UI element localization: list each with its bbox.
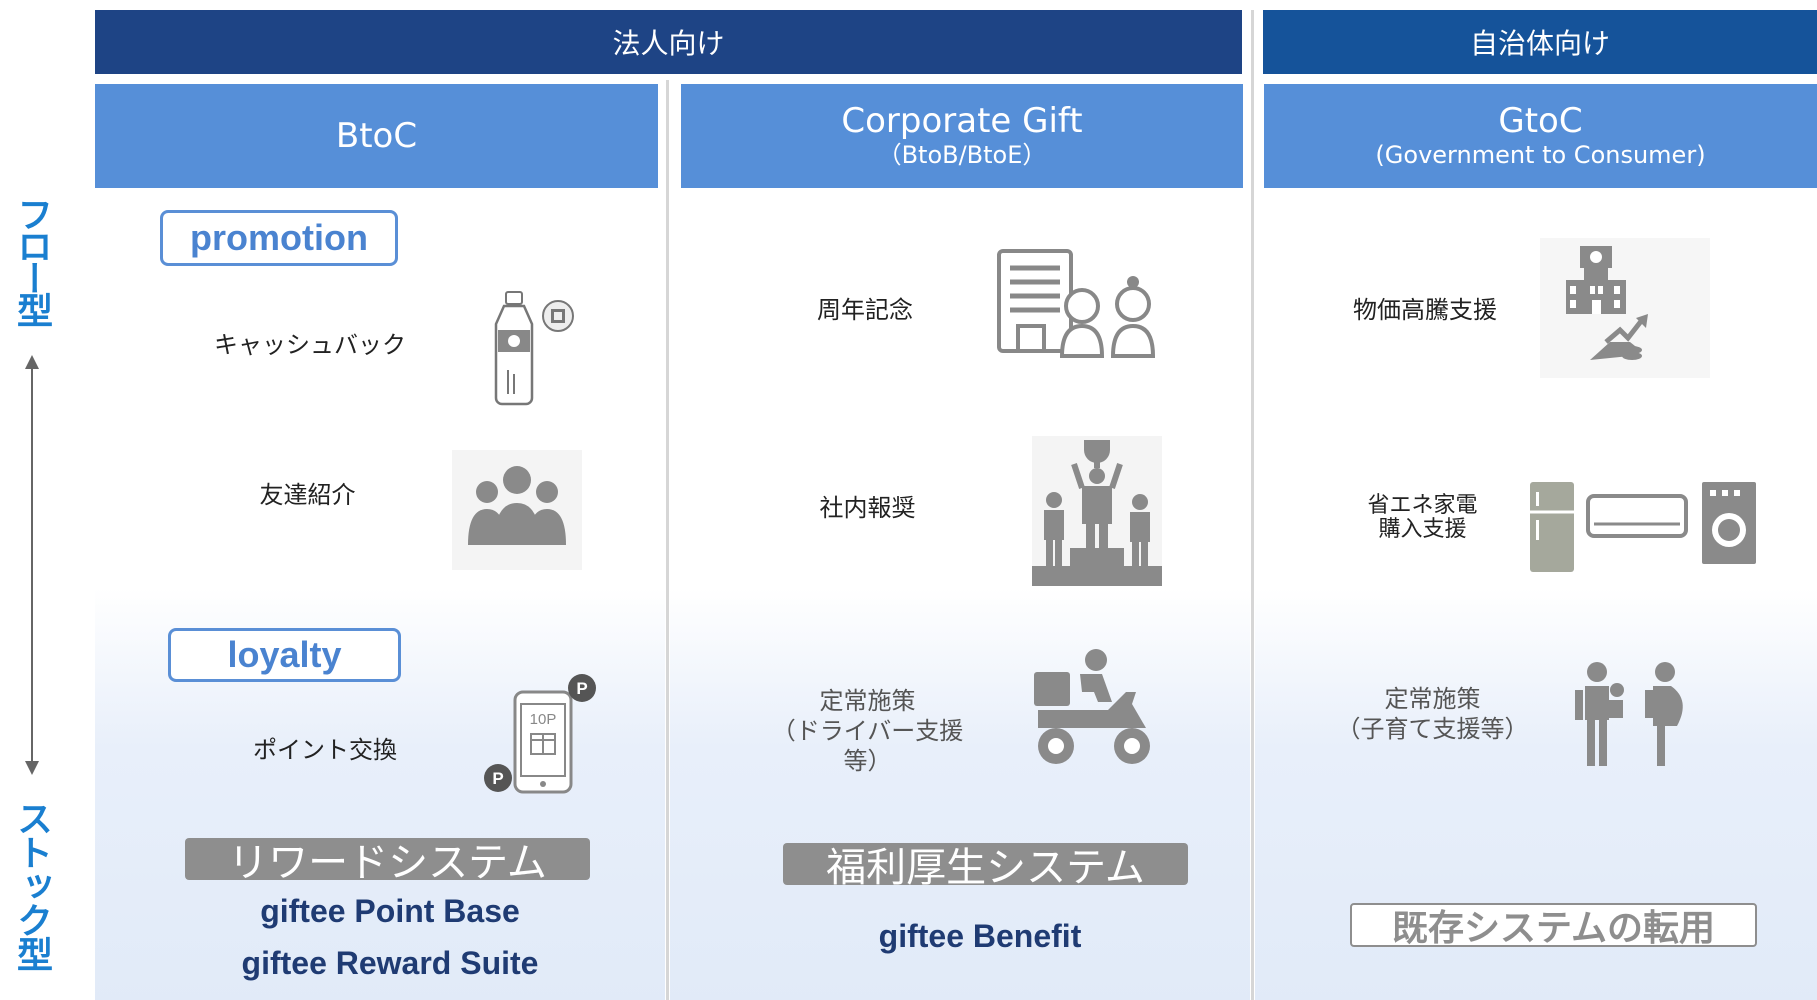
childcare-support-label: 定常施策 （子育て支援等） xyxy=(1336,685,1529,743)
corporate-gift-header: Corporate Gift （BtoB/BtoE） xyxy=(681,84,1243,188)
welfare-system-bar: 福利厚生システム xyxy=(783,843,1188,891)
cashback-label: キャッシュバック xyxy=(214,331,406,359)
stock-type-label: ストック型 xyxy=(11,800,52,970)
reward-system-bar: リワードシステム xyxy=(185,838,590,886)
internal-award-label: 社内報奨 xyxy=(819,494,916,522)
corporate-gift-subtitle: （BtoB/BtoE） xyxy=(877,141,1047,169)
giftee-benefit: giftee Benefit xyxy=(878,918,1082,954)
anniversary-label: 周年記念 xyxy=(817,296,913,324)
svg-text:P: P xyxy=(576,679,587,698)
delivery-scooter-icon xyxy=(1030,648,1155,773)
government-building-icon xyxy=(1540,238,1710,378)
btoc-title: BtoC xyxy=(335,116,418,156)
corporate-band: 法人向け xyxy=(95,10,1242,74)
existing-system-bar: 既存システムの転用 xyxy=(1350,903,1757,949)
bottle-qr-icon xyxy=(490,290,580,410)
giftee-point-base: giftee Point Base xyxy=(260,893,520,929)
giftee-reward-suite: giftee Reward Suite xyxy=(241,945,539,981)
svg-text:10P: 10P xyxy=(530,711,557,728)
podium-award-icon xyxy=(1032,436,1162,586)
driver-support-label: 定常施策 （ドライバー支援等） xyxy=(771,687,964,775)
appliance-support-label: 省エネ家電 購入支援 xyxy=(1367,493,1478,542)
corporate-gift-title: Corporate Gift xyxy=(841,101,1083,141)
friend-referral-label: 友達紹介 xyxy=(259,481,356,509)
price-support-label: 物価高騰支援 xyxy=(1353,296,1497,324)
axis-arrow xyxy=(20,355,44,775)
gtoc-subtitle: (Government to Consumer) xyxy=(1375,141,1706,169)
column-separator-2 xyxy=(1251,10,1254,1000)
phone-points-icon: 10P P P xyxy=(478,672,608,802)
gtoc-title: GtoC xyxy=(1498,101,1583,141)
svg-text:P: P xyxy=(492,769,503,788)
appliances-icon xyxy=(1530,482,1760,577)
corporate-band-label: 法人向け xyxy=(612,27,725,60)
flow-type-label: フロー型 xyxy=(11,196,52,324)
parent-child-icon xyxy=(1565,660,1695,770)
municipal-band: 自治体向け xyxy=(1263,10,1817,74)
loyalty-tag: loyalty xyxy=(168,628,401,682)
promotion-tag: promotion xyxy=(160,210,398,266)
point-exchange-label: ポイント交換 xyxy=(253,736,397,764)
column-separator-1 xyxy=(666,80,669,1000)
group-people-icon xyxy=(452,450,582,570)
btoc-header: BtoC xyxy=(95,84,658,188)
gtoc-panel xyxy=(1255,188,1817,1000)
municipal-band-label: 自治体向け xyxy=(1469,27,1610,60)
office-people-icon xyxy=(996,248,1161,358)
gtoc-header: GtoC (Government to Consumer) xyxy=(1264,84,1817,188)
